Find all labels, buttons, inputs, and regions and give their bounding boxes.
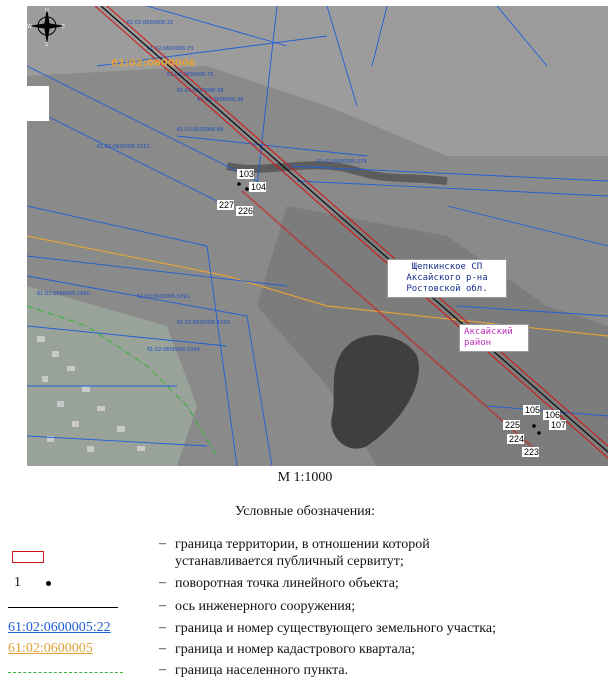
servitude-corridor [94, 6, 608, 459]
point-label-225: 225 [505, 420, 520, 430]
point-label-226: 226 [238, 206, 253, 216]
callout-district: Аксайский район [459, 324, 529, 352]
blank-patch [27, 86, 49, 121]
legend-desc-servitude: граница территории, в отношении которой … [175, 537, 430, 569]
legend-dash: – [159, 575, 166, 590]
tree-belt [226, 161, 448, 185]
point-label-223: 223 [524, 447, 539, 457]
field-area-north [27, 6, 608, 156]
parcel-label: 61:02:0600006:279 [317, 159, 367, 165]
compass-e: E [62, 24, 65, 30]
callout-line: Щепкинское СП [411, 262, 483, 272]
point-label-107: 107 [551, 420, 566, 430]
compass-w: W [27, 24, 32, 30]
settlement-buildings [37, 336, 145, 452]
legend-title: Условные обозначения: [234, 504, 376, 519]
legend-dash: – [159, 536, 166, 551]
parcel-number-labels: 61:02:0600006:32 61:02:0600006:73 61:02:… [37, 20, 367, 353]
callout-line: Аксайский [464, 327, 513, 337]
parcel-label: 61:02:0600006:2251 [97, 144, 150, 150]
parcel-label: 61:02:0600006:88 [177, 127, 223, 133]
callout-line: район [464, 338, 492, 348]
parcel-label: 61:02:0600006:36 [197, 97, 243, 103]
legend-point-number: 1 [14, 575, 21, 590]
legend-axis-line [8, 607, 118, 608]
parcel-boundaries [27, 6, 608, 466]
legend-dash: – [159, 641, 166, 656]
point-label-105: 105 [525, 405, 540, 415]
legend-dash: – [159, 598, 166, 613]
compass-rose-icon: N W E S [27, 8, 65, 46]
legend-point-dot-icon [46, 581, 51, 586]
map-scale: М 1:1000 [277, 470, 333, 485]
callout-settlement: Щепкинское СП Аксайского р-на Ростовской… [387, 259, 507, 298]
quarter-boundary [27, 235, 608, 337]
pond [331, 335, 419, 449]
parcel-label: 61:02:0600006:32 [127, 20, 173, 26]
point-label-224: 224 [509, 434, 524, 444]
parcel-label: 61:02:0600006:1093 [177, 320, 230, 326]
engineering-axis [100, 6, 608, 453]
parcel-label: 61:02:0600006:1090 [37, 291, 90, 297]
cadastral-map: 61:02:0600006:32 61:02:0600006:73 61:02:… [27, 6, 608, 466]
callout-line: Аксайского р-на [406, 273, 488, 283]
legend-desc-axis: ось инженерного сооружения; [175, 599, 356, 614]
legend-quarter-number: 61:02:0600005 [8, 641, 93, 656]
legend-settlement-line [8, 672, 123, 673]
parcel-label: 61:02:0600006:1094 [147, 347, 200, 353]
turning-points: 103 104 227 226 105 106 107 225 224 223 [217, 169, 566, 457]
settlement-boundary [27, 305, 218, 457]
legend-desc-point: поворотная точка линейного объекта; [175, 576, 399, 591]
point-label-103: 103 [239, 169, 254, 179]
legend-parcel-number: 61:02:0600005:22 [8, 620, 111, 635]
parcel-label: 61:02:0600006:1091 [137, 294, 190, 300]
compass-s: S [45, 42, 48, 46]
quarter-label: 61:02:0600006 [111, 58, 196, 69]
parcel-label: 61:02:0600006:38 [177, 88, 223, 94]
map-canvas: 61:02:0600006:32 61:02:0600006:73 61:02:… [27, 6, 608, 466]
legend-dash: – [159, 662, 166, 677]
settlement-area [27, 286, 197, 466]
point-label-104: 104 [251, 182, 266, 192]
legend-desc-settlement: граница населенного пункта. [175, 663, 349, 678]
legend-desc-parcel: граница и номер существующего земельного… [175, 621, 496, 636]
legend-dash: – [159, 620, 166, 635]
legend-servitude-symbol [12, 551, 44, 563]
point-label-106: 106 [545, 410, 560, 420]
legend-desc-quarter: граница и номер кадастрового квартала; [175, 642, 415, 657]
callout-line: Ростовской обл. [406, 284, 488, 294]
parcel-label: 61:02:0600006:73 [147, 46, 193, 52]
compass-n: N [45, 8, 49, 14]
point-label-227: 227 [219, 200, 234, 210]
parcel-label: 61:02:0600006:75 [167, 72, 213, 78]
